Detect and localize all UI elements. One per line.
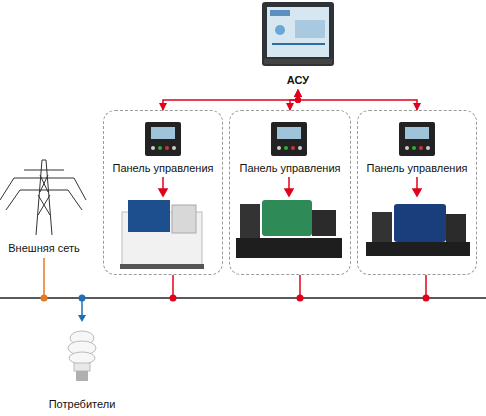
generator-icon bbox=[366, 204, 470, 256]
control-panel-icon bbox=[145, 122, 181, 156]
generator-group: Панель управления bbox=[103, 110, 223, 275]
tower-icon bbox=[0, 160, 86, 235]
control-link bbox=[163, 90, 298, 110]
monitor-icon bbox=[262, 2, 334, 66]
grid-link bbox=[43, 258, 45, 298]
generator-icon bbox=[236, 200, 342, 258]
node-label: Панель управления bbox=[230, 162, 350, 175]
node-label: Внешняя сеть bbox=[2, 242, 86, 255]
control-link bbox=[298, 90, 417, 110]
load-arrow bbox=[78, 315, 86, 322]
link-junction bbox=[295, 97, 301, 103]
control-link bbox=[290, 90, 298, 110]
generator-group: Панель управления bbox=[357, 110, 477, 275]
bulb-icon bbox=[68, 331, 96, 381]
bus-junction bbox=[170, 295, 430, 302]
node-label: АСУ bbox=[262, 74, 334, 87]
power-bus bbox=[0, 297, 486, 299]
system-node: АСУ bbox=[262, 0, 334, 90]
control-panel-icon bbox=[271, 122, 307, 156]
link-junction bbox=[295, 97, 301, 103]
generator-group: Панель управления bbox=[229, 110, 351, 275]
generator-icon bbox=[120, 200, 204, 269]
link-junction bbox=[295, 97, 301, 103]
control-panel-icon bbox=[399, 122, 435, 156]
node-label: Панель управления bbox=[358, 162, 476, 175]
consumer-node: Потребители bbox=[32, 318, 132, 412]
node-label: Потребители bbox=[32, 398, 132, 411]
node-label: Панель управления bbox=[104, 162, 222, 175]
panel-arrow bbox=[159, 177, 421, 196]
load-link bbox=[81, 298, 83, 316]
bus-junction bbox=[41, 295, 48, 302]
grid-node: Внешняя сеть bbox=[2, 150, 86, 258]
